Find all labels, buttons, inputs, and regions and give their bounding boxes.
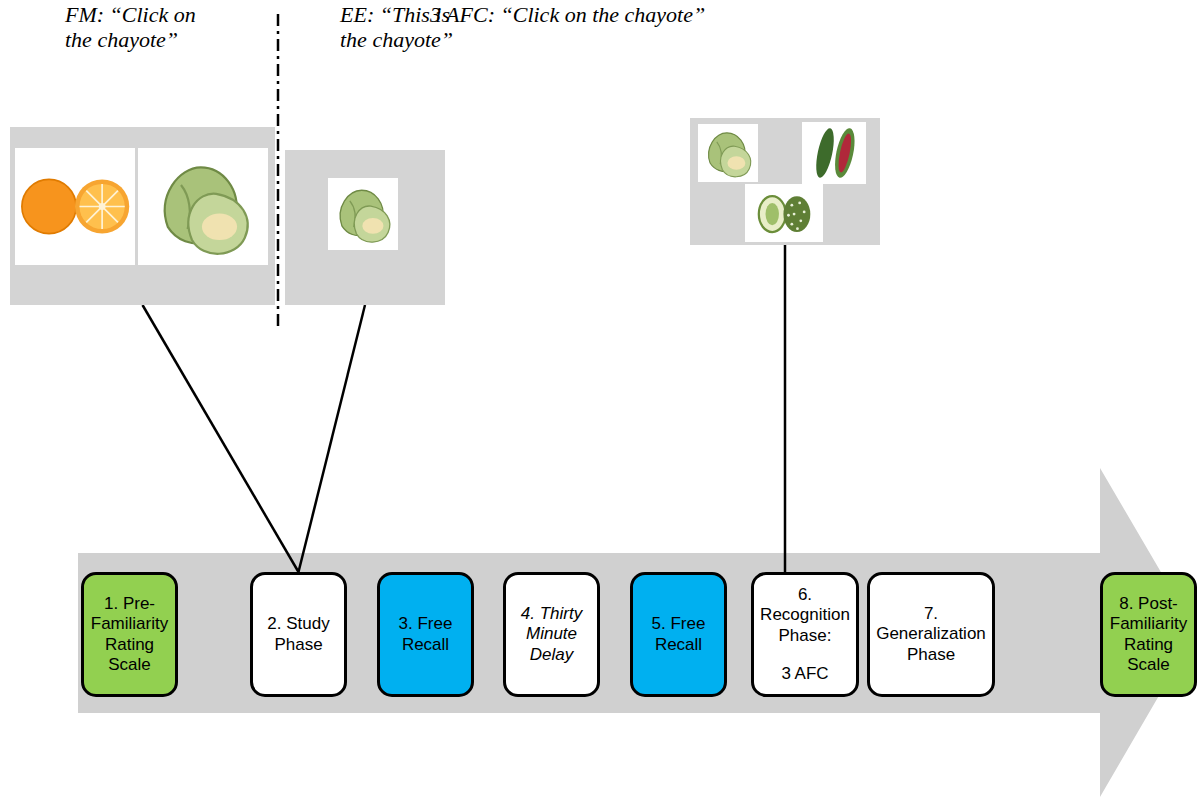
phase-label: 2. Study Phase xyxy=(259,614,338,655)
panel-heading-holder: 3 AFC: “Click on the chayote” xyxy=(430,2,705,27)
phase-label: 8. Post-Familiarity Rating Scale xyxy=(1109,594,1188,676)
phase-label: 6. Recognition Phase: xyxy=(760,585,850,646)
phase-label: 3. Free Recall xyxy=(386,614,465,655)
phase-box: 8. Post-Familiarity Rating Scale xyxy=(1100,572,1197,697)
divider-line xyxy=(277,14,280,326)
phase-box: 6. Recognition Phase: 3 AFC xyxy=(751,572,859,697)
fruit-pair-picture xyxy=(10,127,275,305)
phase-box: 3. Free Recall xyxy=(377,572,474,697)
phase-label: 4. Thirty Minute Delay xyxy=(512,604,591,665)
phase-box: 5. Free Recall xyxy=(630,572,727,697)
image-panel: 3 AFC: “Click on the chayote” xyxy=(690,118,880,245)
phase-box: 1. Pre-Familiarity Rating Scale xyxy=(81,572,178,697)
phase-label: 7. Generalization Phase xyxy=(876,604,986,665)
phase-box: 2. Study Phase xyxy=(250,572,347,697)
connector-line xyxy=(143,305,299,572)
panel-heading-holder: FM: “Click on the chayote” xyxy=(65,2,215,53)
image-panel: FM: “Click on the chayote” xyxy=(10,127,275,305)
instruction-text: FM: “Click on the chayote” xyxy=(65,2,215,53)
fruit-picture xyxy=(285,150,445,305)
phase-box: 7. Generalization Phase xyxy=(867,572,995,697)
phase-sublabel: 3 AFC xyxy=(781,664,828,684)
timeline-arrow xyxy=(78,468,1196,797)
phase-label: 5. Free Recall xyxy=(639,614,718,655)
image-panel: EE: “This is the chayote” xyxy=(285,150,445,305)
connector-line xyxy=(299,305,366,572)
instruction-text: 3 AFC: “Click on the chayote” xyxy=(430,2,705,27)
phase-box: 4. Thirty Minute Delay xyxy=(503,572,600,697)
fruit-choice-picture xyxy=(690,118,880,245)
connector-line xyxy=(784,245,787,572)
phase-label: 1. Pre-Familiarity Rating Scale xyxy=(90,594,169,676)
